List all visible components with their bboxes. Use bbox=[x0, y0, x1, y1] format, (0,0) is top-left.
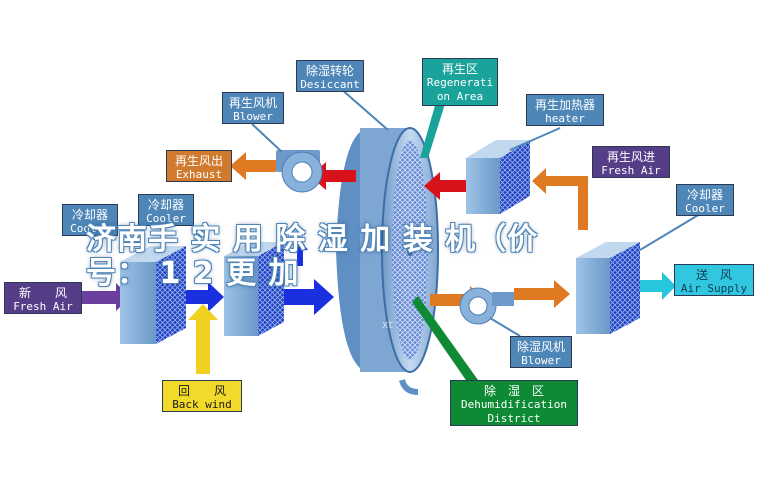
cooler-left-label-en: Cooler bbox=[70, 222, 110, 235]
regeneration-label-en2: on Area bbox=[436, 90, 484, 103]
desiccant-wheel bbox=[336, 127, 439, 395]
desiccant-label: 除湿转轮 Desiccant bbox=[296, 60, 364, 92]
fresh-air-label-en: Fresh Air bbox=[13, 300, 73, 313]
dehum-label-en2: District bbox=[487, 412, 541, 425]
blower-bottom-label-zh: 除湿风机 bbox=[516, 340, 565, 354]
blower-to-cooler-arrow bbox=[514, 280, 570, 308]
process-blower bbox=[459, 287, 514, 325]
middle-cooler-label: 冷却器 Cooler bbox=[138, 194, 194, 226]
cooler-mid-label-en: Cooler bbox=[146, 212, 186, 225]
regeneration-fresh-air-label: 再生风进 Fresh Air bbox=[592, 146, 670, 178]
desiccant-label-zh: 除湿转轮 bbox=[305, 64, 354, 78]
fresh-in-label-en: Fresh Air bbox=[601, 164, 661, 177]
watermark: xt bbox=[382, 318, 393, 331]
blower-top-label-en: Blower bbox=[233, 110, 273, 123]
regeneration-blower-label: 再生风机 Blower bbox=[222, 92, 284, 124]
exhaust-label-zh: 再生风出 bbox=[174, 154, 223, 168]
fresh-air-label-zh: 新 风 bbox=[18, 286, 67, 300]
blower-bottom-label-en: Blower bbox=[521, 354, 561, 367]
regeneration-label-en: Regenerati bbox=[426, 76, 494, 89]
cooler-mid-label-zh: 冷却器 bbox=[147, 198, 184, 212]
exhaust-label-en: Exhaust bbox=[175, 168, 223, 181]
supply-air-arrow bbox=[640, 272, 676, 300]
regeneration-inlet-arrow bbox=[532, 168, 588, 230]
air-supply-label: 送 风 Air Supply bbox=[674, 264, 754, 296]
heater-label: 再生加热器 heater bbox=[526, 94, 604, 126]
cooler-right-label-en: Cooler bbox=[685, 202, 725, 215]
exhaust-label: 再生风出 Exhaust bbox=[166, 150, 232, 182]
left-cooler-label: 冷却器 Cooler bbox=[62, 204, 118, 236]
blower-top-label-zh: 再生风机 bbox=[228, 96, 277, 110]
dehum-label-zh: 除 湿 区 bbox=[483, 384, 544, 398]
back-wind-label-zh: 回 风 bbox=[177, 384, 226, 398]
exhaust-arrow bbox=[230, 152, 276, 180]
heated-air-arrow bbox=[424, 172, 466, 200]
regeneration-label-zh: 再生区 bbox=[441, 62, 478, 76]
desiccant-label-en: Desiccant bbox=[300, 78, 360, 91]
back-wind-label-en: Back wind bbox=[172, 398, 232, 411]
supply-label-zh: 送 风 bbox=[695, 268, 732, 282]
supply-label-en: Air Supply bbox=[680, 282, 748, 295]
regeneration-area-label: 再生区 Regenerati on Area bbox=[422, 58, 498, 106]
process-blower-label: 除湿风机 Blower bbox=[510, 336, 572, 368]
left-cooler-unit bbox=[120, 246, 186, 344]
middle-cooler-unit bbox=[224, 242, 284, 336]
process-arrow-1 bbox=[186, 282, 224, 312]
right-cooler-label: 冷却器 Cooler bbox=[676, 184, 734, 216]
heater-label-en: heater bbox=[545, 112, 585, 125]
regeneration-blower bbox=[276, 150, 323, 193]
dehumidification-district-label: 除 湿 区 Dehumidification District bbox=[450, 380, 578, 426]
cooler-right-label-zh: 冷却器 bbox=[686, 188, 723, 202]
regeneration-heater bbox=[466, 140, 530, 214]
right-cooler-unit bbox=[576, 242, 640, 334]
small-up-arrow bbox=[292, 240, 308, 266]
process-arrow-2 bbox=[284, 279, 334, 315]
dehumidification-pointer bbox=[412, 296, 478, 386]
back-wind-arrow bbox=[188, 304, 218, 374]
cooler-left-label-zh: 冷却器 bbox=[71, 208, 108, 222]
back-wind-label: 回 风 Back wind bbox=[162, 380, 242, 412]
label-leaders bbox=[251, 87, 701, 337]
fresh-in-label-zh: 再生风进 bbox=[606, 150, 655, 164]
dehum-label-en: Dehumidification bbox=[461, 398, 567, 411]
heater-label-zh: 再生加热器 bbox=[534, 98, 595, 112]
fresh-air-label: 新 风 Fresh Air bbox=[4, 282, 82, 314]
